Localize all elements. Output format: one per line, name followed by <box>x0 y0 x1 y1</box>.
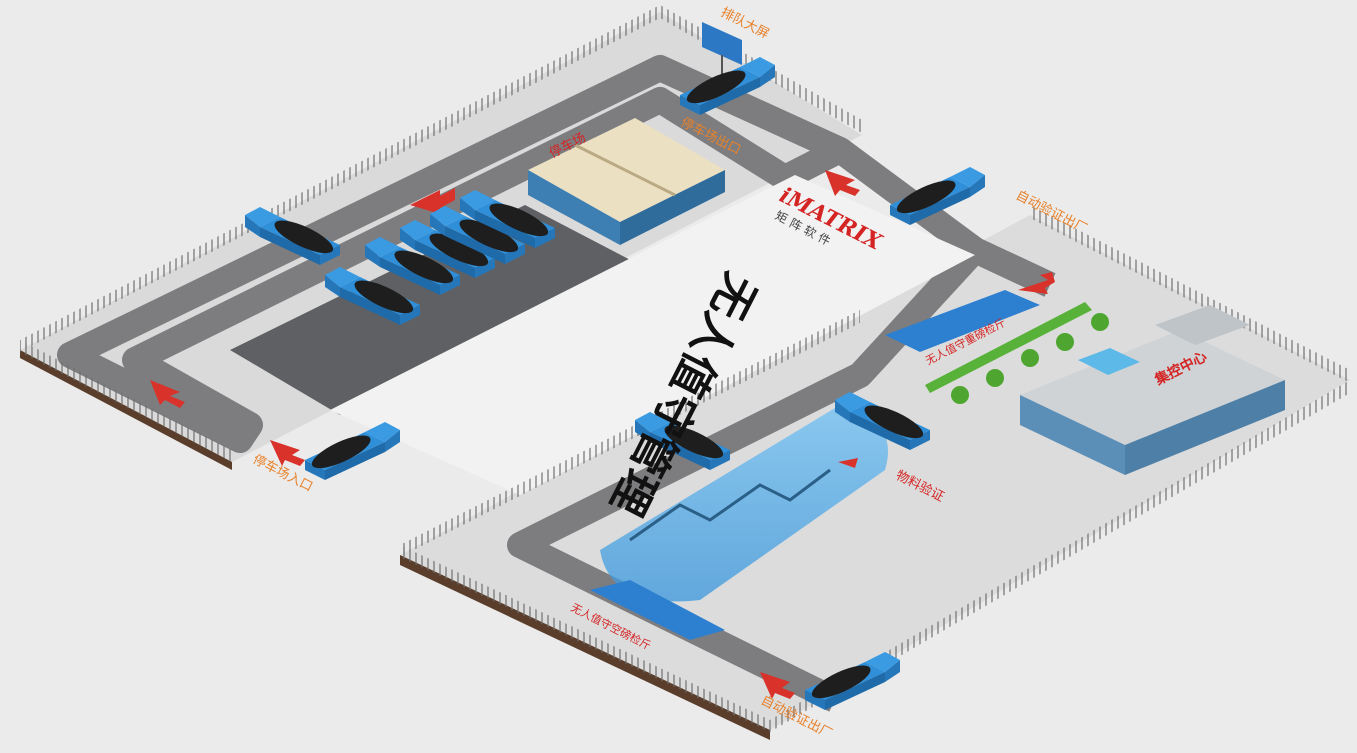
direction-arrows <box>150 170 1055 699</box>
trees <box>951 313 1109 404</box>
truck <box>305 422 400 480</box>
truck <box>400 220 495 278</box>
truck <box>805 652 900 710</box>
trucks <box>245 57 985 710</box>
truck <box>635 412 730 470</box>
empty-scale <box>590 580 725 640</box>
truck <box>460 190 555 248</box>
truck <box>325 267 420 325</box>
center-area <box>330 175 975 495</box>
material-shed <box>600 405 888 602</box>
queue-screen <box>702 22 742 75</box>
truck <box>835 392 930 450</box>
parking-building <box>528 118 725 245</box>
truck <box>890 167 985 225</box>
truck <box>365 237 460 295</box>
truck <box>430 206 525 264</box>
hedge <box>925 302 1092 393</box>
control-center-building <box>1020 305 1285 475</box>
truck <box>680 57 775 115</box>
heavy-scale <box>885 290 1040 352</box>
truck <box>245 207 340 265</box>
